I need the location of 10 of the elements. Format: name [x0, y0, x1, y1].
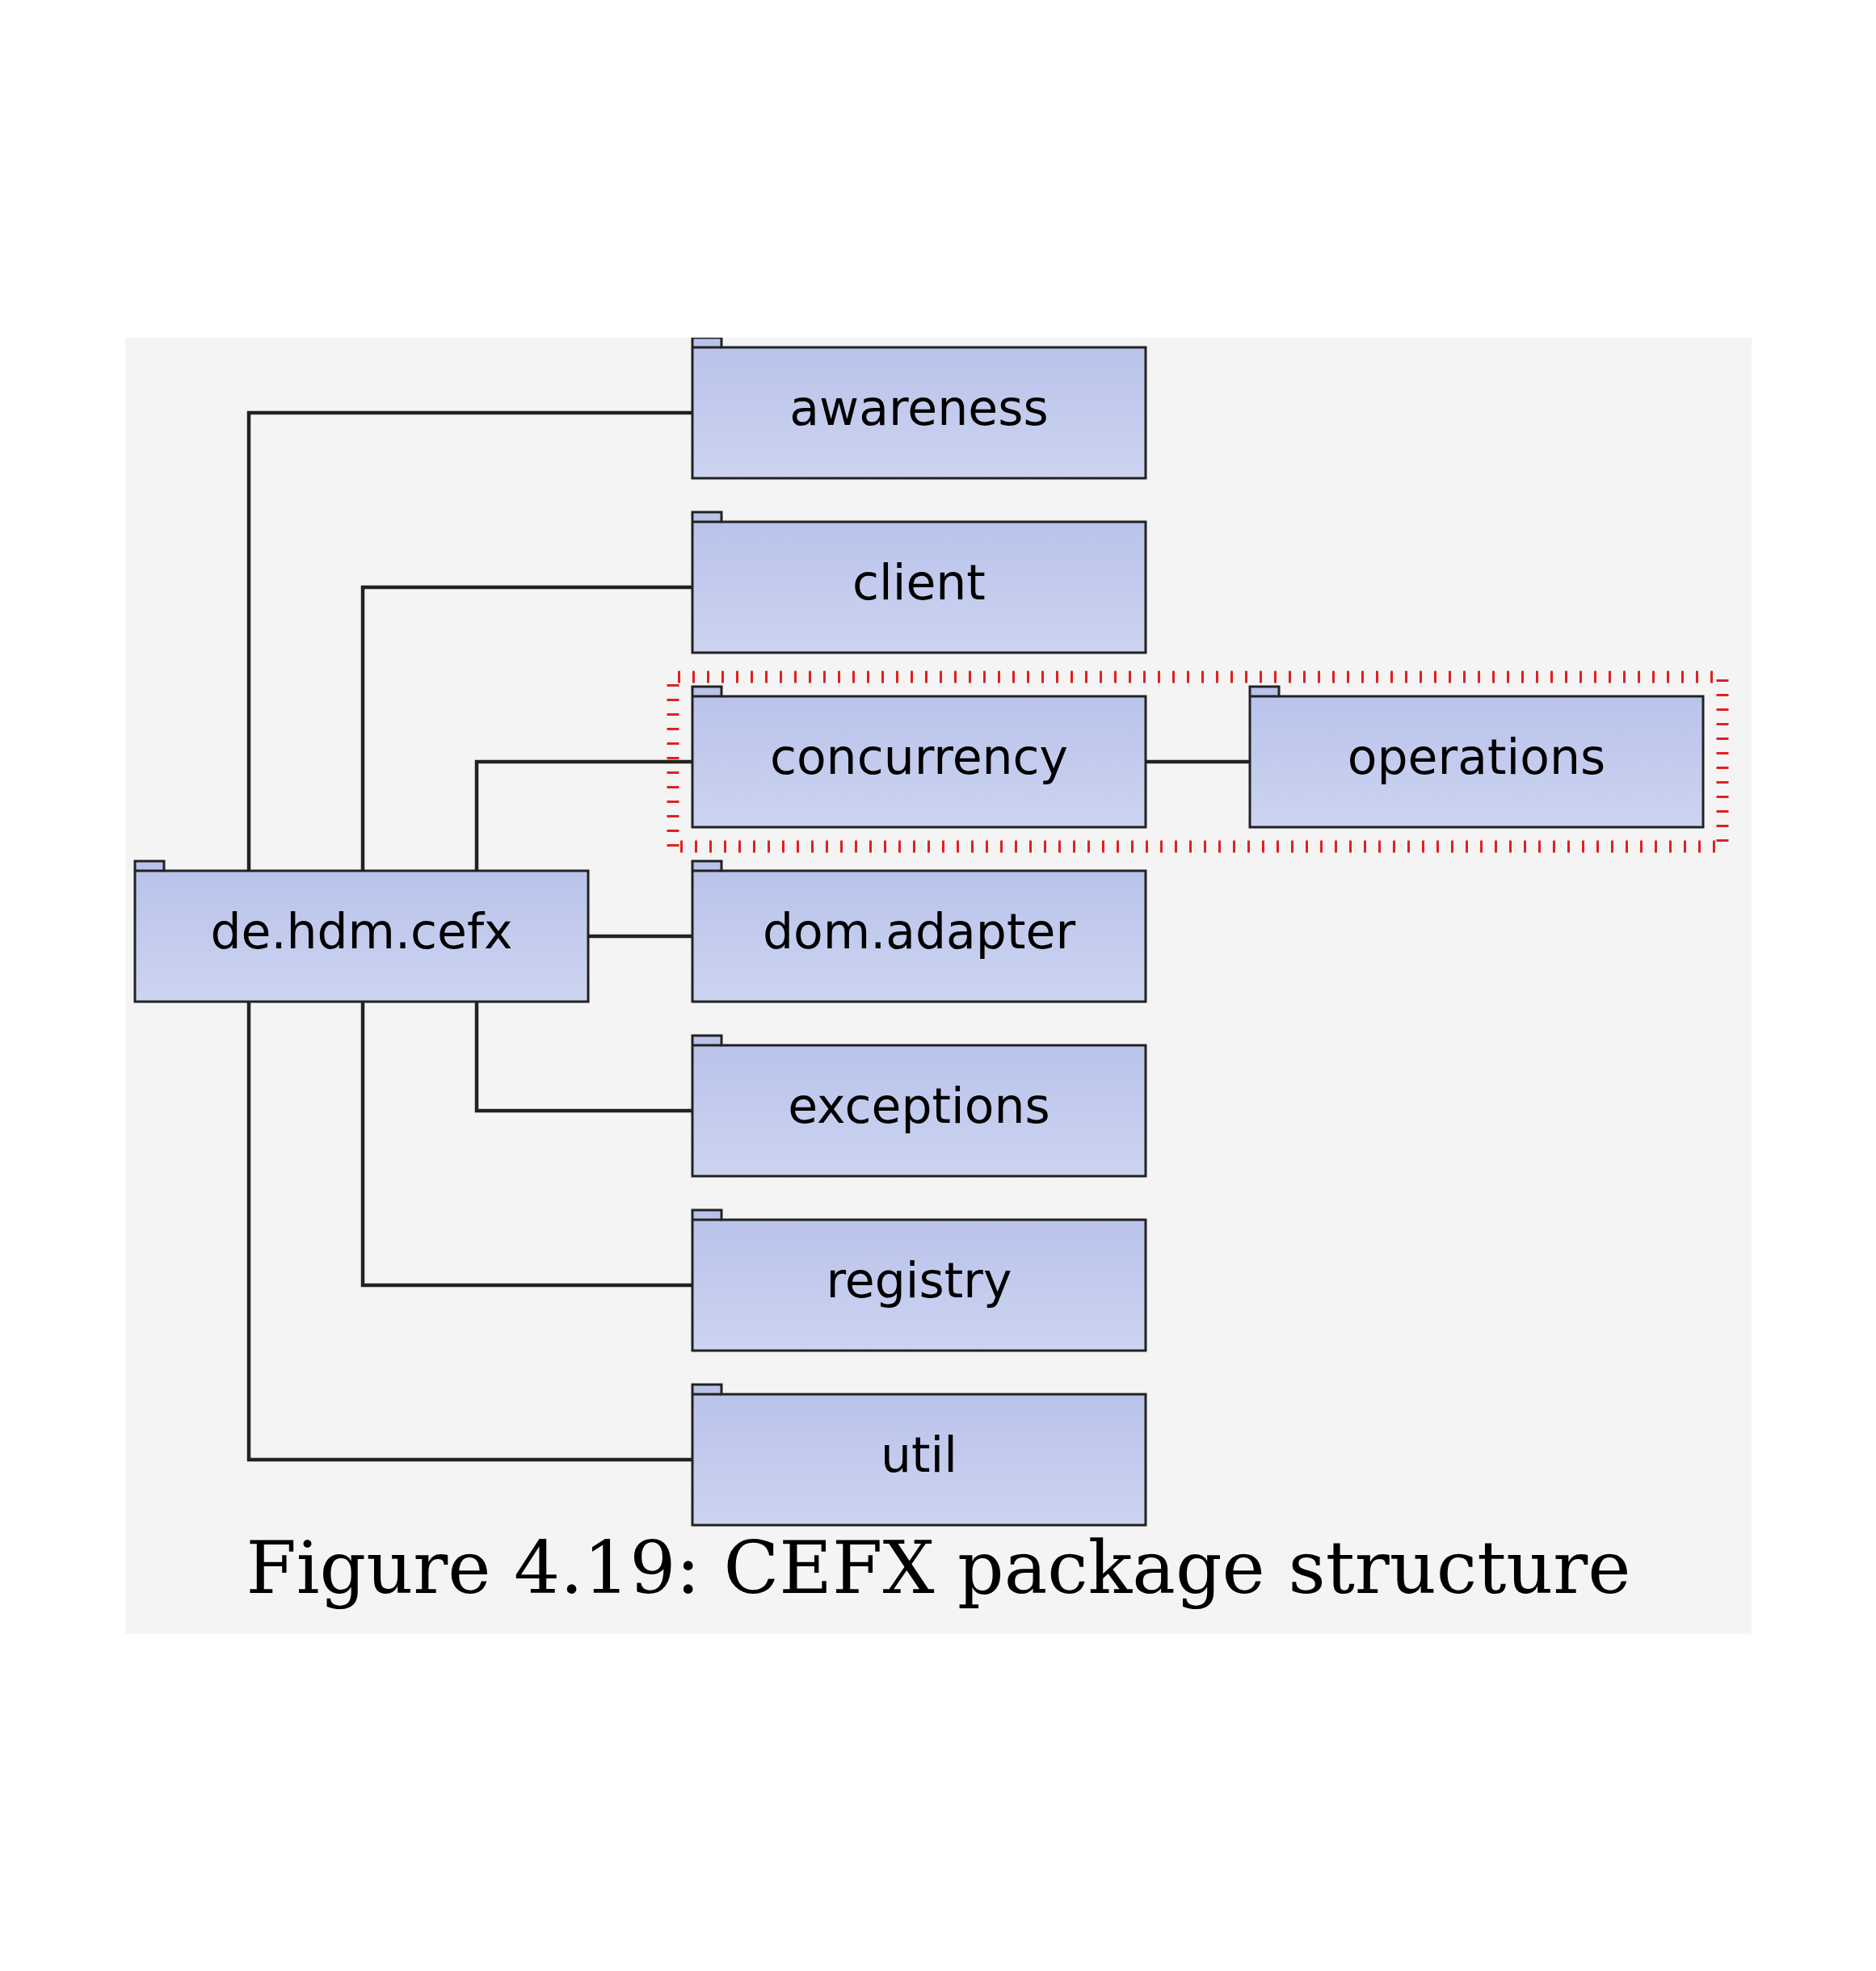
cluster [667, 670, 1728, 852]
connector [1145, 759, 1249, 763]
connector [474, 1002, 692, 1112]
connector [360, 1001, 692, 1287]
connector [246, 1002, 692, 1461]
connector [246, 410, 692, 870]
connector [474, 759, 692, 870]
connector [360, 585, 692, 871]
connector [587, 934, 692, 938]
caption: Figure 4.19: CEFX package structure [245, 1524, 1631, 1610]
